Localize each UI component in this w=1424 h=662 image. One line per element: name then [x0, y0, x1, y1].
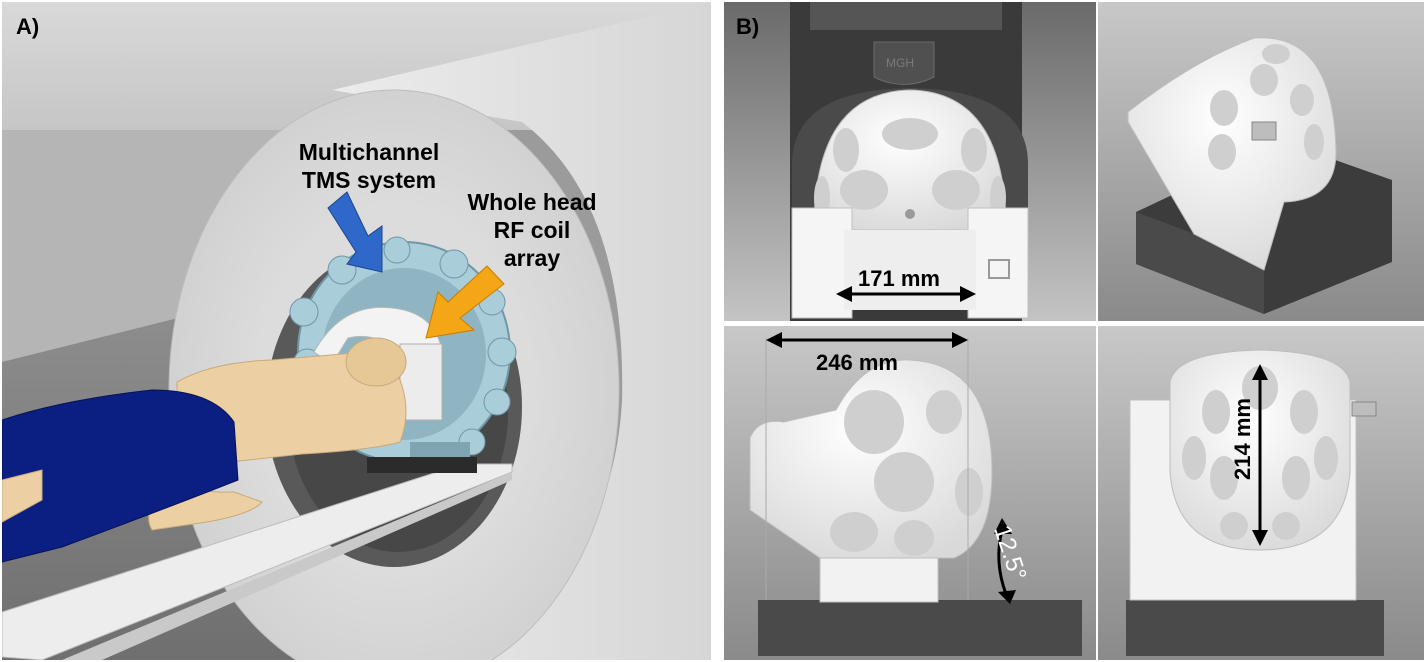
tms-callout-line-1: Multichannel [298, 139, 440, 165]
tms-callout-arrow [327, 191, 383, 273]
dim-label-246: 246 mm [816, 350, 898, 375]
dim-arrow-171 [836, 286, 976, 302]
tms-callout-label: Multichannel TMS system [274, 138, 464, 194]
mri-scene-illustration [2, 2, 711, 660]
panel-b-label: B) [736, 14, 760, 39]
coil-front-view [791, 89, 1029, 319]
dim-arrow-214 [1252, 364, 1268, 546]
rf-callout-line-2: RF coil [493, 217, 571, 243]
dim-arrow-tilt [994, 518, 1016, 604]
patient [2, 337, 407, 563]
dim-label-214: 214 mm [1230, 398, 1255, 480]
rf-callout-label: Whole head RF coil array [442, 188, 622, 272]
dim-label-171: 171 mm [858, 266, 940, 291]
panel-a-mri-scene: A) Multichannel TMS system Whole head RF… [2, 2, 711, 660]
rf-callout-line-3: array [503, 245, 561, 271]
rf-callout-arrow [425, 265, 505, 339]
tms-callout-line-2: TMS system [301, 167, 437, 193]
coil-side-view [749, 338, 1082, 656]
rf-callout-line-1: Whole head [467, 189, 597, 215]
coil-isometric-view [1127, 37, 1392, 314]
mgh-logo-text: MGH [886, 56, 914, 70]
panel-b-coil-renderings: MGH B) 171 mm 246 mm 214 mm 12.5° [724, 2, 1424, 660]
rf-coil [313, 306, 443, 421]
panel-a-label: A) [16, 14, 40, 39]
coil-renderings-illustration [724, 2, 1424, 660]
dim-arrow-246 [766, 332, 968, 348]
